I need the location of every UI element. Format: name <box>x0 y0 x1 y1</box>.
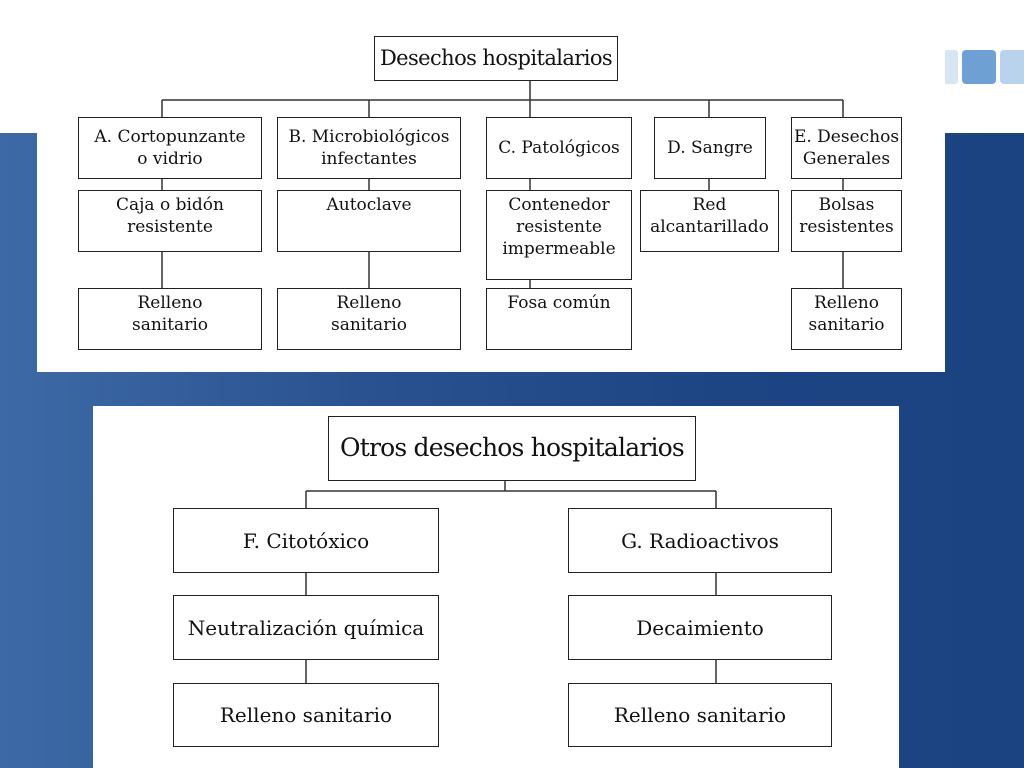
container-e-box: Bolsas resistentes <box>791 190 902 252</box>
disposal-c-box: Fosa común <box>486 288 632 350</box>
container-a-box: Caja o bidón resistente <box>78 190 262 252</box>
decorative-square-1 <box>944 50 958 84</box>
container-b-box: Autoclave <box>277 190 461 252</box>
category-a-box: A. Cortopunzante o vidrio <box>78 117 262 179</box>
container-d-box: Red alcantarillado <box>640 190 779 252</box>
decorative-square-2 <box>962 50 996 84</box>
category-e-box: E. Desechos Generales <box>791 117 902 179</box>
container-c-box: Contenedor resistente impermeable <box>486 190 632 280</box>
disposal-e-box: Relleno sanitario <box>791 288 902 350</box>
top-title-box: Desechos hospitalarios <box>374 36 618 81</box>
disposal-f-box: Relleno sanitario <box>173 683 439 747</box>
treatment-f-box: Neutralización química <box>173 595 439 660</box>
disposal-a-box: Relleno sanitario <box>78 288 262 350</box>
bottom-title-box: Otros desechos hospitalarios <box>328 416 696 481</box>
category-c-box: C. Patológicos <box>486 117 632 179</box>
category-b-box: B. Microbiológicos infectantes <box>277 117 461 179</box>
disposal-b-box: Relleno sanitario <box>277 288 461 350</box>
category-f-box: F. Citotóxico <box>173 508 439 573</box>
treatment-g-box: Decaimiento <box>568 595 832 660</box>
decorative-square-3 <box>1000 50 1024 84</box>
category-d-box: D. Sangre <box>654 117 766 179</box>
category-g-box: G. Radioactivos <box>568 508 832 573</box>
disposal-g-box: Relleno sanitario <box>568 683 832 747</box>
